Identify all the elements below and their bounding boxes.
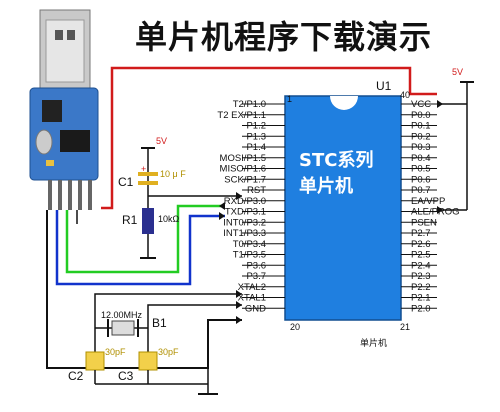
crystal-b1: [111, 320, 135, 336]
c3-value: 30pF: [158, 347, 179, 357]
crystal-value: 12.00MHz: [101, 310, 143, 320]
capacitor-c2: [85, 351, 105, 371]
r1-label: R1: [122, 213, 138, 227]
blue-txd-wire: [55, 210, 225, 286]
c1-label: C1: [118, 175, 134, 189]
right-pin-label: P2.6: [411, 239, 431, 250]
capacitor-c3: [138, 351, 158, 371]
right-pin-label: P0.0: [411, 110, 431, 121]
right-pin-label: ALE/PROG: [411, 207, 460, 218]
c1-value: 10 μ F: [160, 169, 186, 179]
left-pin-group: T2/P1.0T2 EX/P1.1P1.2P1.3P1.4MOSI/P1.5MI…: [217, 99, 285, 314]
chip-notch: [330, 96, 358, 110]
c2-value: 30pF: [105, 347, 126, 357]
left-pin-label: P3.7: [246, 271, 266, 282]
left-pin-label: TXD/P3.1: [225, 207, 266, 218]
c1-plus: +: [141, 164, 146, 174]
right-pin-label: P0.5: [411, 164, 431, 175]
right-pin-label: P2.5: [411, 250, 431, 261]
crystal-label: B1: [152, 316, 167, 330]
left-pin-label: RXD/P3.0: [224, 196, 266, 207]
right-pin-label: P0.6: [411, 174, 431, 185]
chip-line2: 单片机: [299, 175, 353, 197]
r1-value: 10kΩ: [158, 214, 180, 224]
capacitor-c1-top: [138, 172, 158, 176]
capacitor-c1-bottom: [138, 181, 158, 185]
left-pin-label: INT1/P3.3: [223, 228, 266, 239]
chip-ref: U1: [376, 79, 392, 93]
right-pin-label: P0.1: [411, 121, 431, 132]
left-pin-label: XTAL1: [238, 293, 266, 304]
left-pin-label: RST: [247, 185, 266, 196]
right-pin-label: P2.3: [411, 271, 431, 282]
right-pin-label: P0.4: [411, 153, 431, 164]
chip-pin40: 40: [400, 90, 410, 100]
left-pin-label: T2 EX/P1.1: [217, 110, 266, 121]
vcc-top-label: 5V: [452, 67, 463, 77]
left-pin-label: SCK/P1.7: [224, 174, 266, 185]
left-pin-label: P3.6: [246, 260, 266, 271]
right-pin-label: P2.0: [411, 303, 431, 314]
c3-label: C3: [118, 369, 134, 383]
right-pin-label: P0.7: [411, 185, 431, 196]
left-pin-label: T1/P3.5: [233, 250, 266, 261]
resistor-r1: [142, 208, 154, 234]
vcc-cap-label: 5V: [156, 136, 167, 146]
right-pin-label: P2.2: [411, 282, 431, 293]
right-pin-label: VCC: [411, 99, 431, 110]
left-pin-label: INT0/P3.2: [223, 217, 266, 228]
left-pin-label: P1.4: [246, 142, 266, 153]
c2-label: C2: [68, 369, 84, 383]
right-pin-label: PSEN: [411, 217, 437, 228]
left-pin-label: MOSI/P1.5: [220, 153, 266, 164]
right-pin-group: VCCP0.0P0.1P0.2P0.3P0.4P0.5P0.6P0.7EA/VP…: [401, 99, 460, 314]
red-vcc-wire: [101, 66, 437, 210]
left-pin-label: P1.3: [246, 131, 266, 142]
usb-ttl-adapter: [29, 9, 99, 210]
chip-pin21: 21: [400, 322, 410, 332]
chip-caption: 单片机: [360, 337, 387, 348]
right-pin-label: P2.4: [411, 260, 431, 271]
right-pin-label: P0.3: [411, 142, 431, 153]
left-pin-label: GND: [245, 303, 266, 314]
mcu-chip-body: [284, 95, 402, 321]
green-rxd-wire: [65, 204, 225, 274]
diagram-title: 单片机程序下载演示: [135, 18, 433, 56]
chip-line1: STC系列: [299, 150, 373, 171]
right-pin-label: P0.2: [411, 131, 431, 142]
right-pin-label: P2.1: [411, 293, 431, 304]
left-pin-label: T0/P3.4: [233, 239, 266, 250]
right-pin-label: EA/VPP: [411, 196, 445, 207]
left-pin-label: T2/P1.0: [233, 99, 266, 110]
chip-pin20: 20: [290, 322, 300, 332]
right-pin-label: P2.7: [411, 228, 431, 239]
left-pin-label: MISO/P1.6: [220, 164, 266, 175]
chip-pin1: 1: [287, 94, 292, 104]
left-pin-label: XTAL2: [238, 282, 266, 293]
left-pin-label: P1.2: [246, 121, 266, 132]
